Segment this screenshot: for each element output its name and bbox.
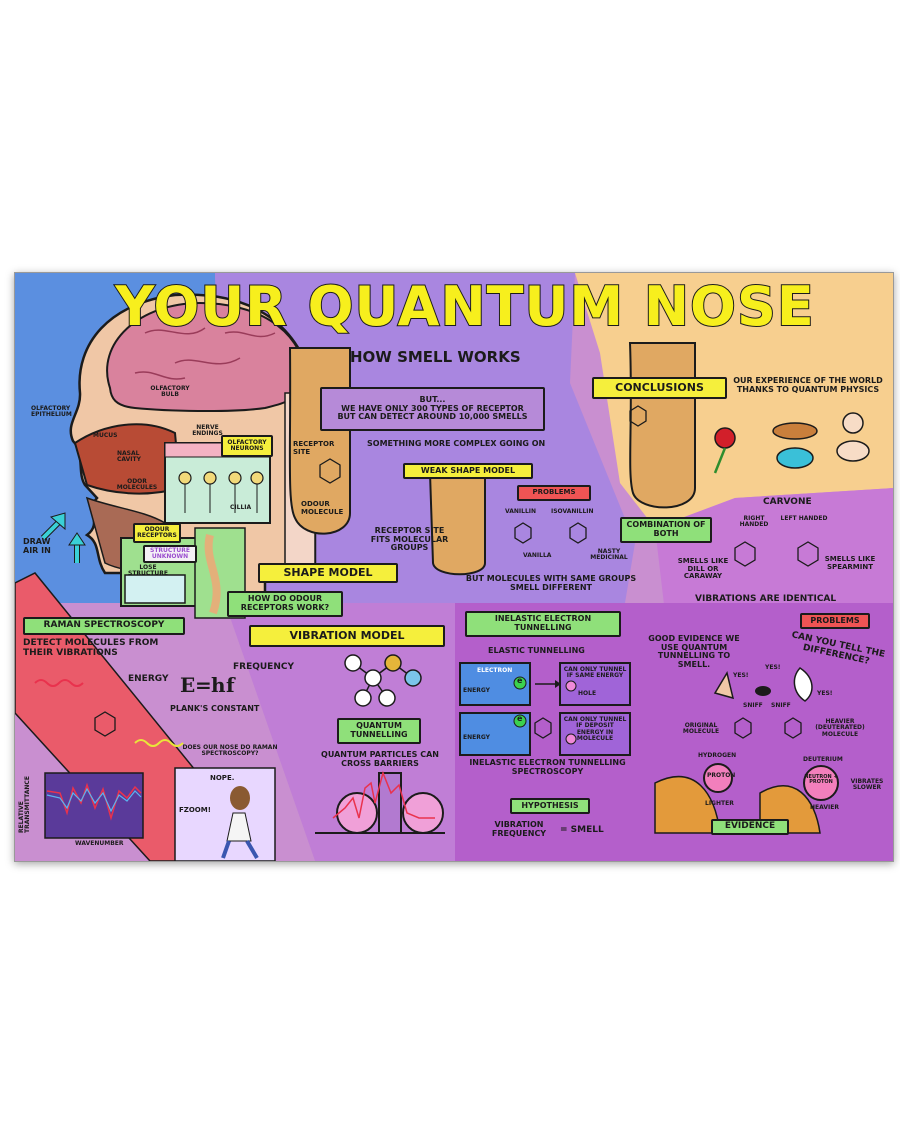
label-nasal-cavity: Nasal cavity (117, 450, 141, 464)
but-box: But... We have only 300 types of recepto… (320, 387, 545, 431)
poster: Your Quantum Nose How smell works Olfact… (14, 272, 894, 862)
carvone-heading: Carvone (763, 497, 812, 507)
label-proton: Proton (707, 772, 736, 779)
label-vanilla: Vanilla (523, 552, 552, 559)
label-cillia: Cillia (230, 504, 252, 511)
label-can-tunnel-same: Can only tunnel if same energy (563, 666, 627, 680)
label-yes-2: Yes! (765, 664, 781, 671)
label-olfactory-bulb: Olfactory bulb (150, 385, 190, 399)
label-structure-unknown: Structure unknown (143, 545, 197, 563)
elastic-tunnelling-label: Elastic tunnelling (488, 646, 585, 655)
but-line-3: but can detect around 10,000 smells (337, 412, 528, 422)
raman-fzoom: Fzoom! (179, 806, 211, 814)
label-frequency: Frequency (233, 662, 294, 672)
problems-label-carvone: Problems (800, 613, 870, 629)
label-heavier: Heavier (810, 804, 839, 811)
conclusions-heading: Conclusions (592, 377, 727, 399)
label-energy-inelastic: Energy (463, 734, 490, 741)
label-nasty-medicinal: Nasty medicinal (590, 548, 628, 562)
good-evidence-text: Good evidence we use quantum tunnelling … (648, 634, 740, 669)
raman-question: Does our nose do Raman spectroscopy? (182, 744, 278, 758)
combination-of-both-label: Combination of both (620, 517, 712, 543)
weak-shape-model-label: Weak shape model (403, 463, 533, 479)
inelastic-heading: Inelastic electron tunnelling (465, 611, 621, 637)
label-draw-air-in: Draw air in (23, 537, 51, 555)
hypothesis-equals-smell: = smell (560, 825, 604, 835)
evidence-heading: Evidence (711, 819, 789, 835)
label-energy-elastic: Energy (463, 687, 490, 694)
equation-e: E (180, 673, 196, 697)
label-energy: Energy (128, 674, 169, 684)
poster-background (15, 273, 893, 861)
raman-ylabel: Relative transmittance (18, 776, 32, 833)
label-vanillin: Vanillin (505, 508, 537, 515)
vibrations-identical-text: Vibrations are identical (695, 594, 837, 604)
raman-xlabel: Wavenumber (75, 840, 124, 847)
how-receptors-work-label: How do odour receptors work? (227, 591, 343, 617)
but-line-1: But... (419, 395, 446, 405)
label-spearmint: Smells like spearmint (824, 555, 876, 571)
inelastic-spectroscopy-text: Inelastic electron tunnelling spectrosco… (469, 758, 626, 776)
label-hydrogen: Hydrogen (698, 752, 737, 759)
equation-equals: = (195, 673, 212, 697)
conclusions-text: Our experience of the world thanks to qu… (733, 376, 883, 394)
label-hole: Hole (578, 690, 597, 697)
hypothesis-left: Vibration frequency (491, 820, 547, 838)
label-odour-molecule: Odour molecule (301, 500, 344, 516)
label-receptor-site: Receptor site (293, 440, 335, 456)
label-sniff-2: Sniff (771, 702, 791, 709)
raman-nope: Nope. (210, 774, 235, 782)
label-electron: Electron (477, 667, 513, 674)
label-lose-structure: Lose structure (128, 564, 168, 578)
same-groups-text: But molecules with same groups smell dif… (465, 574, 637, 592)
label-left-handed: Left handed (780, 515, 828, 522)
raman-heading: Raman spectroscopy (23, 617, 185, 635)
label-yes-1: Yes! (733, 672, 749, 679)
label-sniff-1: Sniff (743, 702, 763, 709)
but-line-2: We have only 300 types of receptor (341, 403, 524, 413)
quantum-tunnelling-heading: Quantum tunnelling (337, 718, 421, 744)
shape-model-label: Shape model (258, 563, 398, 583)
label-isovanillin: Isovanillin (551, 508, 594, 515)
vibration-model-heading: Vibration model (249, 625, 445, 647)
problems-label-weak: Problems (517, 485, 591, 501)
label-nerve-endings: Nerve endings (192, 424, 223, 438)
label-dill: Smells like dill or caraway (677, 557, 729, 581)
equation-f: f (226, 673, 235, 697)
quantum-tunnelling-text: Quantum particles can cross barriers (321, 750, 439, 768)
electron-symbol-2: e (517, 714, 523, 723)
electron-symbol-1: e (517, 676, 523, 685)
label-odor-molecules: Odor molecules (116, 478, 158, 492)
label-original-molecule: Original molecule (682, 722, 720, 736)
label-olfactory-epithelium: Olfactory epithelium (31, 405, 72, 419)
label-deuterium: Deuterium (803, 756, 843, 763)
equation-h: h (211, 673, 226, 697)
label-heavier-molecule: Heavier (deuterated) molecule (815, 718, 865, 738)
label-can-tunnel-deposit: Can only tunnel if deposit energy in mol… (563, 716, 627, 743)
label-vibrates-slower: Vibrates slower (850, 778, 884, 792)
poster-subtitle: How smell works (350, 348, 521, 366)
label-odour-receptors: Odour receptors (133, 523, 181, 543)
label-right-handed: Right handed (739, 515, 769, 529)
label-plancks-constant: Plank's constant (170, 704, 260, 713)
label-olfactory-neurons: Olfactory neurons (221, 435, 273, 457)
label-lighter: Lighter (705, 800, 734, 807)
something-complex-text: Something more complex going on (367, 439, 546, 448)
receptor-fits-text: Receptor site fits molecular groups (370, 526, 449, 553)
hypothesis-heading: Hypothesis (510, 798, 590, 814)
label-yes-3: Yes! (817, 690, 833, 697)
poster-title: Your Quantum Nose (114, 274, 815, 339)
label-mucus: Mucus (93, 432, 118, 439)
raman-detect-text: Detect molecules from their vibrations (23, 638, 159, 658)
label-neutron-proton: Neutron + proton (804, 774, 838, 786)
